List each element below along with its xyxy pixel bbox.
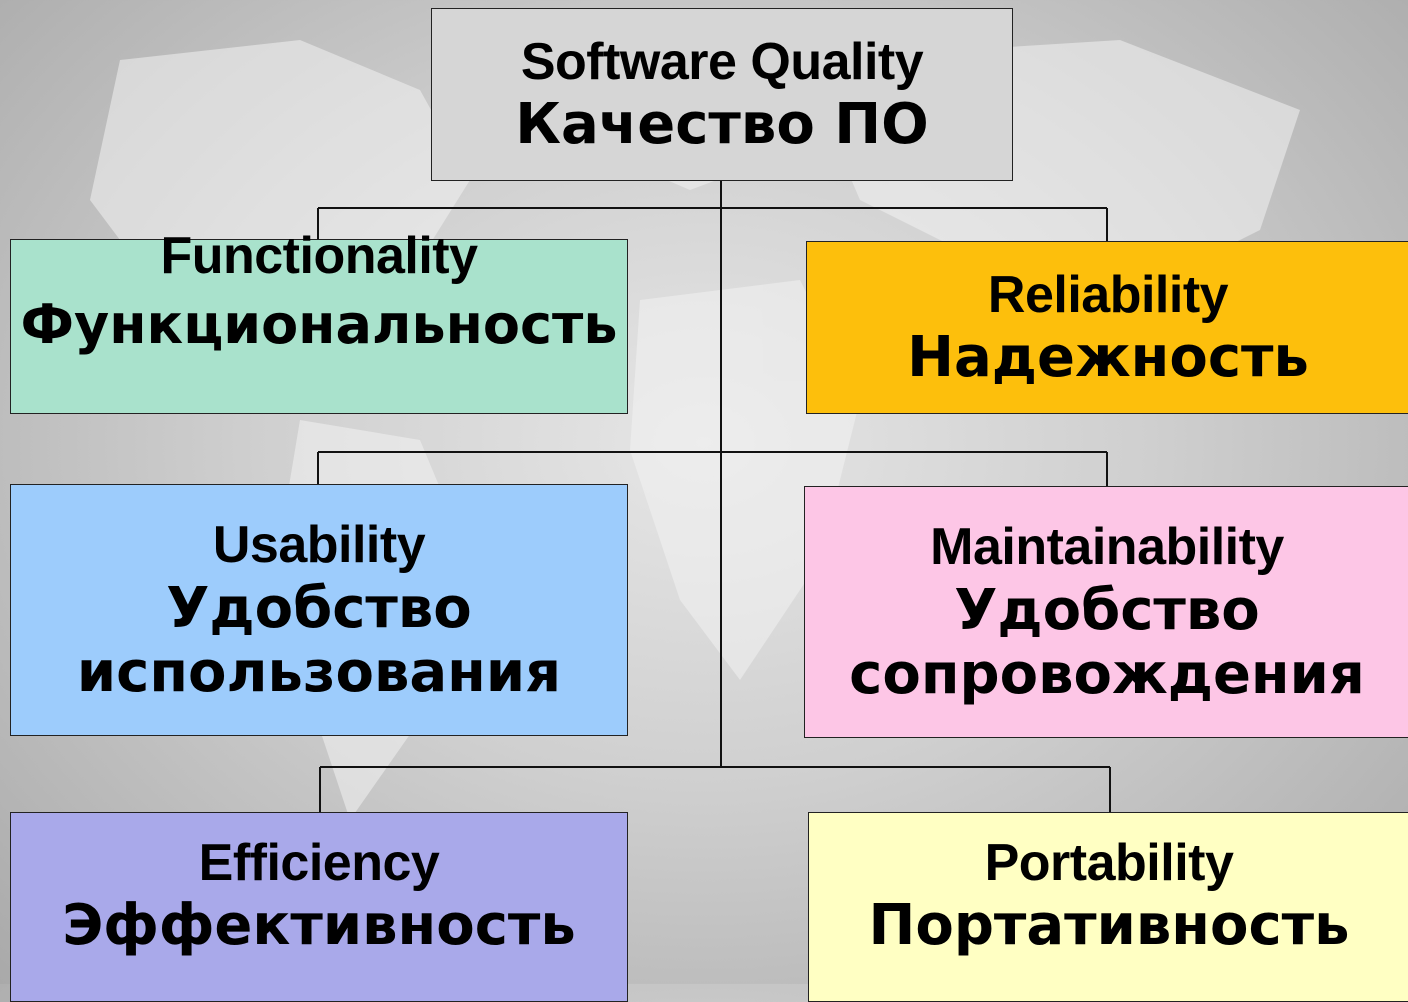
portability-label-en: Portability [984,834,1234,892]
root-title-ru: Качество ПО [515,92,929,158]
usability-label-en: Usability [212,516,426,575]
node-reliability: Reliability Надежность [806,241,1408,414]
node-maintainability: Maintainability Удобство сопровождения [804,486,1408,738]
usability-label-ru: Удобство использования [76,575,562,705]
efficiency-label-ru: Эффективность [62,893,576,959]
node-usability: Usability Удобство использования [10,484,628,736]
root-title-en: Software Quality [520,32,924,91]
functionality-label-ru: Функциональность [20,293,618,357]
root-node-software-quality: Software Quality Качество ПО [431,8,1013,181]
node-functionality: Functionality Функциональность [10,227,628,414]
maintainability-label-ru: Удобство сопровождения [849,577,1365,707]
reliability-label-en: Reliability [987,265,1229,324]
reliability-label-ru: Надежность [907,325,1309,391]
functionality-label-en: Functionality [160,227,478,285]
continent-africa [630,280,860,680]
node-portability: Portability Портативность [808,812,1408,1002]
node-efficiency: Efficiency Эффективность [10,812,628,1002]
portability-label-ru: Портативность [868,893,1350,959]
efficiency-label-en: Efficiency [198,834,440,892]
maintainability-label-en: Maintainability [930,518,1284,577]
